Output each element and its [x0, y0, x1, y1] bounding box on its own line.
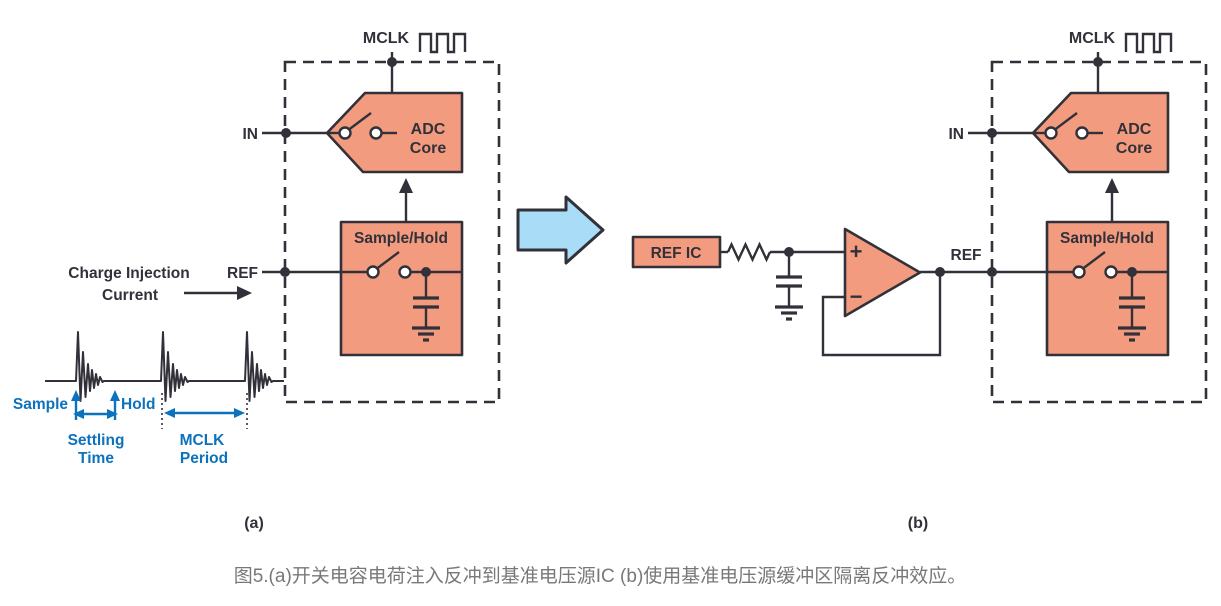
adc-chip-boundary-b: [990, 60, 1208, 404]
charge-injection-label1: Charge Injection: [68, 265, 189, 282]
resistor-icon: [726, 241, 772, 263]
adc-core-label2-a: Core: [410, 140, 447, 157]
adc-core-switch-icon-b: [1034, 112, 1103, 140]
adc-core-label1-a: ADC: [411, 121, 446, 138]
sample-hold-switch-icon-a: [366, 251, 462, 279]
opamp-buffer: [843, 227, 922, 318]
period-arrowhead-right: [234, 408, 245, 418]
transform-arrow-icon: [516, 195, 605, 265]
ground-icon-b: [1118, 326, 1146, 342]
sample-hold-block-b: [1045, 220, 1170, 357]
in-node-a: [281, 128, 291, 138]
mclk-period-label2: Period: [180, 450, 228, 467]
mclk-node-a: [387, 57, 397, 67]
ref-label-a: REF: [227, 265, 258, 282]
sh-to-adc-arrowhead-a: [399, 178, 413, 193]
adc-core-label1-b: ADC: [1117, 121, 1152, 138]
opamp-plus-label: +: [850, 239, 863, 264]
hold-capacitor-icon-a: [413, 272, 439, 327]
mclk-label-b: MCLK: [1069, 30, 1116, 47]
charge-injection-arrowhead: [237, 286, 252, 300]
adc-core-label2-b: Core: [1116, 140, 1153, 157]
hold-capacitor-icon-b: [1119, 272, 1145, 327]
hold-label: Hold: [121, 396, 155, 413]
period-arrowhead-left: [164, 408, 175, 418]
figure-caption: 图5.(a)开关电容电荷注入反冲到基准电压源IC (b)使用基准电压源缓冲区隔离…: [234, 565, 967, 587]
clock-waveform-icon-b: [1124, 32, 1173, 54]
feedback-wire: [821, 272, 942, 357]
settling-label2: Time: [78, 450, 114, 467]
settling-arrowhead-right: [107, 409, 118, 419]
panel-a-label: (a): [244, 515, 264, 532]
filter-capacitor-icon: [776, 252, 802, 306]
sh-to-adc-arrowhead-b: [1105, 178, 1119, 193]
adc-chip-boundary-a: [283, 60, 501, 404]
ref-ic-block: [631, 235, 722, 269]
sample-hold-block-a: [339, 220, 464, 357]
ground-icon-a: [412, 326, 440, 342]
sample-hold-switch-icon-b: [1072, 251, 1168, 279]
panel-b-label: (b): [908, 515, 928, 532]
adc-core-switch-icon-a: [328, 112, 397, 140]
sample-arrowhead: [71, 390, 81, 401]
mclk-period-label1: MCLK: [180, 432, 226, 449]
ref-label-b: REF: [951, 247, 982, 264]
in-label-a: IN: [243, 126, 259, 143]
ground-icon-filter: [775, 305, 803, 321]
panel-a: MCLK IN ADC Core Sample/Hold REF: [13, 30, 501, 532]
ref-boundary-node-b: [987, 267, 997, 277]
clock-waveform-icon-a: [418, 32, 467, 54]
settling-label1: Settling: [68, 432, 125, 449]
panel-b: REF IC + − REF MCLK IN: [631, 30, 1208, 532]
kickback-waveform: [45, 331, 284, 402]
in-label-b: IN: [949, 126, 965, 143]
mclk-label-a: MCLK: [363, 30, 410, 47]
charge-injection-label2: Current: [102, 287, 158, 304]
ref-ic-label: REF IC: [651, 245, 702, 262]
settling-arrowhead-left: [73, 409, 84, 419]
in-node-b: [987, 128, 997, 138]
sample-hold-label-a: Sample/Hold: [354, 230, 448, 247]
timing-annotations: Sample Hold Settling Time MCLK Period: [13, 390, 248, 467]
opamp-minus-label: −: [850, 284, 863, 309]
ref-boundary-node-a: [280, 267, 290, 277]
sample-label: Sample: [13, 396, 69, 413]
hold-arrowhead: [110, 390, 120, 401]
sample-hold-label-b: Sample/Hold: [1060, 230, 1154, 247]
mclk-node-b: [1093, 57, 1103, 67]
